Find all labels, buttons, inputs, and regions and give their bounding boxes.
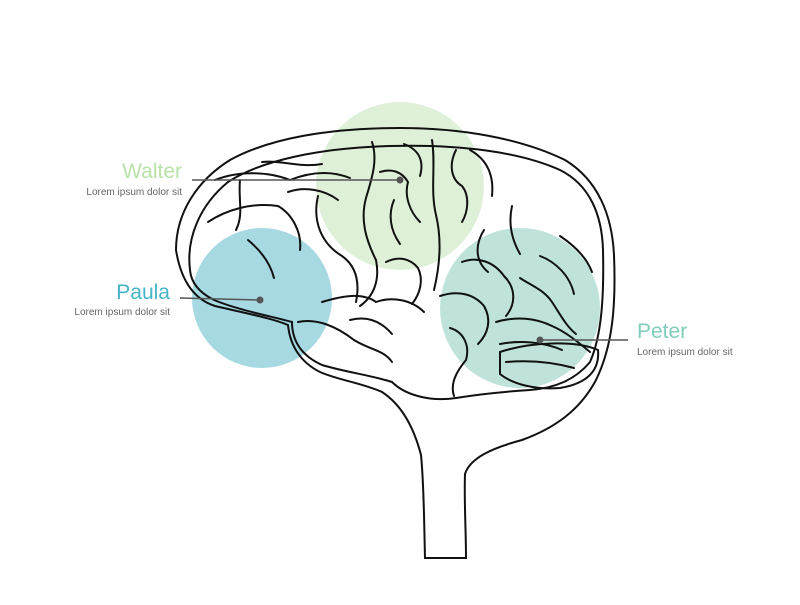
peter-description: Lorem ipsum dolor sit bbox=[637, 347, 733, 358]
brain-outline bbox=[174, 126, 616, 559]
cortex-outline bbox=[188, 144, 605, 401]
paula-leader bbox=[179, 297, 261, 301]
walter-dot bbox=[396, 176, 404, 184]
paula-dot bbox=[256, 296, 264, 304]
brain-folds bbox=[207, 139, 593, 397]
paula-label: Paula bbox=[116, 281, 170, 304]
walter-description: Lorem ipsum dolor sit bbox=[86, 187, 182, 198]
paula-description: Lorem ipsum dolor sit bbox=[74, 307, 170, 318]
peter-label: Peter bbox=[637, 320, 688, 343]
walter-region bbox=[316, 102, 484, 270]
cerebellum-outline bbox=[499, 342, 600, 390]
leader-lines bbox=[179, 176, 628, 344]
walter-label: Walter bbox=[122, 160, 182, 183]
peter-dot bbox=[536, 336, 544, 344]
